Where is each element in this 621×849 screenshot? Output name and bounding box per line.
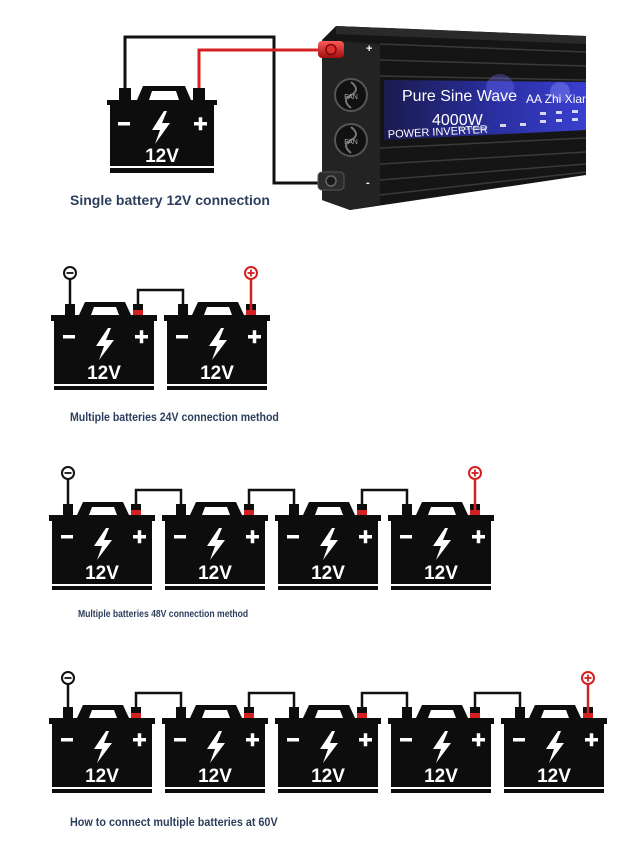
power-inverter: FAN FAN Pure Sine Wave AA Zhi Xian 4000W… [317,26,589,210]
voltage-label: 12V [424,563,458,584]
voltage-label: 12V [87,363,121,384]
bolt-icon [320,731,338,763]
fan-icon: FAN [334,78,368,112]
positive-post [470,713,480,718]
svg-text:+: + [366,43,372,55]
battery: 12V [275,705,381,793]
single-battery-section: 12V FAN [107,26,589,210]
series-wire [134,691,183,708]
positive-post [131,510,141,515]
battery-rows: 12V 12V 12V 12V 12V 12V 12V 12V 12V 12V 12V [49,266,607,793]
caption-24v: Multiple batteries 24V connection method [70,410,279,424]
positive-post [357,510,367,515]
bolt-icon [207,528,225,560]
negative-wire [123,35,330,185]
minus-symbol [118,122,130,126]
bolt-icon [94,731,112,763]
battery: 12V [501,705,607,793]
negative-terminal: - [317,171,370,191]
battery: 12V [49,705,155,793]
bolt-icon [433,528,451,560]
svg-text:FAN: FAN [344,139,358,146]
svg-text:-: - [366,177,370,189]
bolt-icon [207,731,225,763]
inverter-model-label: POWER INVERTER [388,124,489,141]
battery: 12V [107,86,217,173]
series-wire [473,691,522,708]
battery: 12V [51,302,157,390]
positive-output-icon [581,671,595,685]
bolt-icon [209,328,227,360]
positive-terminal: + [318,41,372,58]
caption-48v: Multiple batteries 48V connection method [78,609,249,620]
series-wire [247,691,296,708]
positive-output-icon [468,466,482,480]
voltage-label: 12V [200,363,234,384]
minus-symbol [61,738,73,742]
svg-text:FAN: FAN [344,94,358,101]
bolt-icon [152,111,170,144]
series-wire [360,488,409,505]
bolt-icon [94,528,112,560]
minus-symbol [287,738,299,742]
input-voltage-label: Input Voltage: [458,126,489,132]
bolt-icon [320,528,338,560]
minus-symbol [513,738,525,742]
voltage-label: 12V [311,563,345,584]
battery: 12V [388,502,494,590]
bolt-icon [96,328,114,360]
voltage-label: 12V [198,563,232,584]
bolt-icon [433,731,451,763]
minus-symbol [174,535,186,539]
minus-symbol [63,335,75,339]
series-wire [134,488,183,505]
voltage-label: 12V [198,766,232,787]
minus-symbol [400,738,412,742]
caption-12v: Single battery 12V connection [70,192,270,208]
voltage-label: 12V [311,766,345,787]
inverter-brand: AA Zhi Xian [526,92,589,106]
battery: 12V [275,502,381,590]
minus-symbol [176,335,188,339]
positive-post [357,713,367,718]
bolt-icon [546,731,564,763]
minus-symbol [61,535,73,539]
voltage-label: 12V [85,766,119,787]
battery: 12V [388,705,494,793]
positive-wire [197,48,326,95]
positive-post [131,713,141,718]
caption-60v: How to connect multiple batteries at 60V [70,815,278,829]
series-wire [360,691,409,708]
positive-post [133,310,143,315]
voltage-label: 12V [537,766,571,787]
positive-post [244,713,254,718]
series-wire [247,488,296,505]
battery: 12V [49,502,155,590]
series-wire [136,288,185,305]
negative-output-icon [63,266,77,280]
inverter-label-panel [384,80,586,140]
positive-output-icon [244,266,258,280]
battery: 12V [162,705,268,793]
minus-symbol [400,535,412,539]
battery: 12V [164,302,270,390]
voltage-label: 12V [424,766,458,787]
minus-symbol [287,535,299,539]
inverter-power: 4000W [432,112,484,129]
negative-output-icon [61,466,75,480]
voltage-label: 12V [145,146,179,167]
battery: 12V [162,502,268,590]
voltage-label: 12V [85,563,119,584]
positive-post [244,510,254,515]
inverter-title: Pure Sine Wave [402,88,517,105]
negative-output-icon [61,671,75,685]
fan-icon: FAN [334,123,368,157]
minus-symbol [174,738,186,742]
